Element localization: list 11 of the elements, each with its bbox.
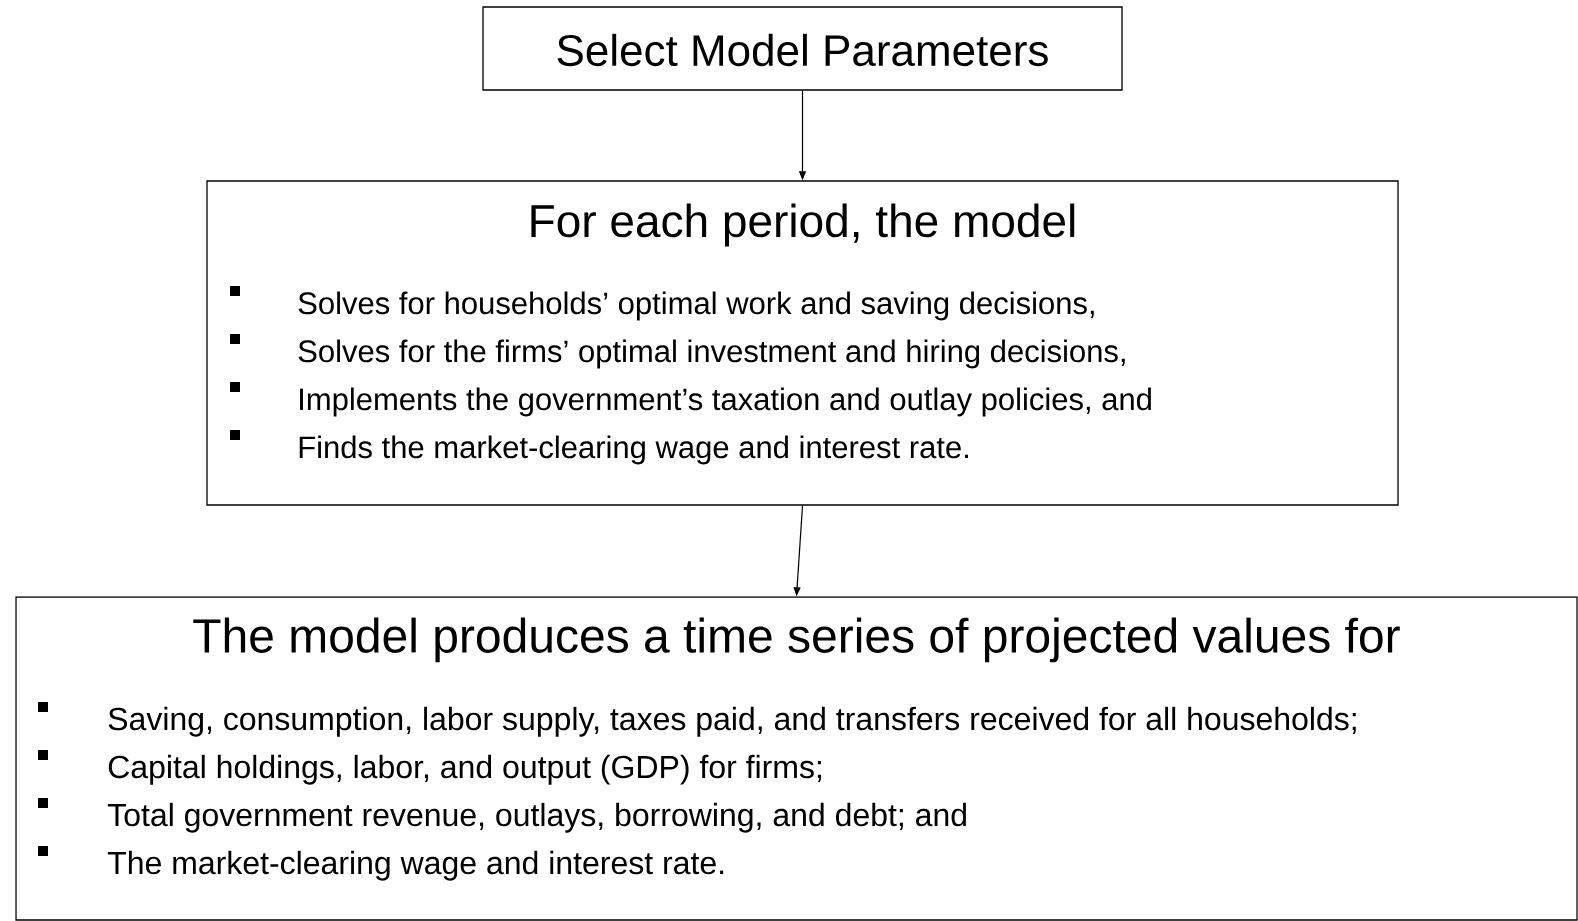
bullet-item: Finds the market-clearing wage and interest rate.	[230, 430, 968, 465]
bullet-item: Saving, consumption, labor supply, taxes paid, and transfers received for all households;	[38, 702, 1356, 737]
bullet-item: Capital holdings, labor, and output (GDP) for firms;	[38, 750, 821, 785]
bullet-item: Solves for households’ optimal work and saving decisions,	[230, 286, 1094, 321]
box-heading: The model produces a time series of projected values for	[193, 617, 1400, 663]
bullet-item: Implements the government’s taxation and outlay policies, and	[230, 382, 1151, 417]
box-heading: For each period, the model	[531, 203, 1075, 247]
bullet-item: The market-clearing wage and interest rate.	[38, 846, 724, 881]
bullet-item: Solves for the firms’ optimal investment and hiring decisions,	[230, 334, 1125, 369]
bullet-item: Total government revenue, outlays, borrowing, and debt; and	[38, 798, 966, 833]
box-heading: Select Model Parameters	[557, 33, 1048, 67]
